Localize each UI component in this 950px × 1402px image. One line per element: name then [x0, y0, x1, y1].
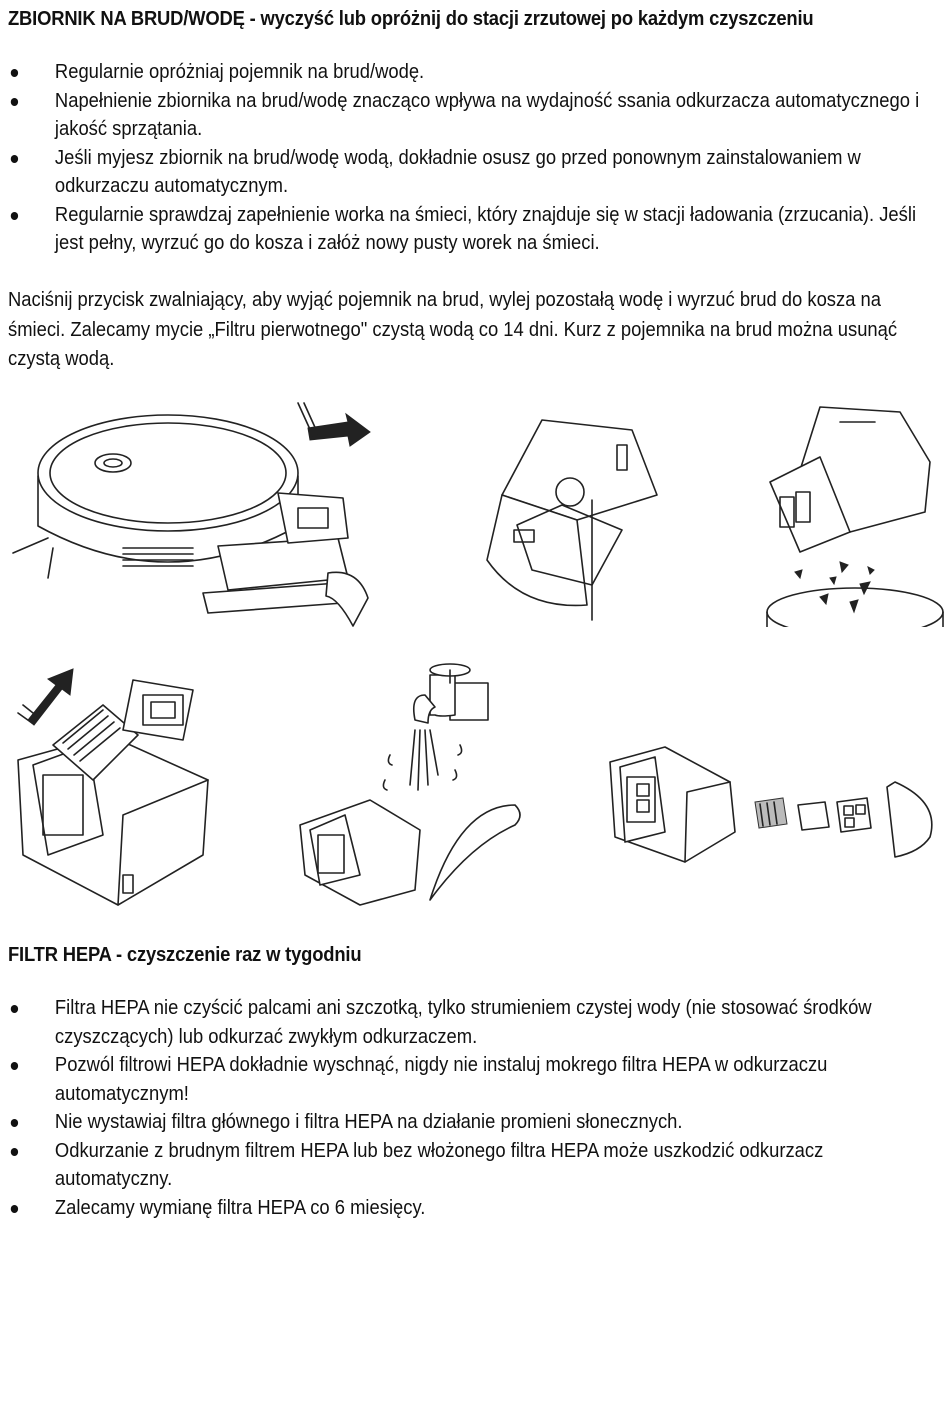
list-item: Jeśli myjesz zbiornik na brud/wodę wodą,…: [8, 144, 928, 201]
list-item: Filtra HEPA nie czyścić palcami ani szcz…: [8, 994, 928, 1051]
robot-remove-dustbin-icon: [8, 398, 378, 638]
list-item: Napełnienie zbiornika na brud/wodę znacz…: [8, 87, 928, 144]
list-item: Regularnie sprawdzaj zapełnienie worka n…: [8, 201, 928, 258]
list-item: Nie wystawiaj filtra głównego i filtra H…: [8, 1108, 928, 1137]
list-item: Regularnie opróżniaj pojemnik na brud/wo…: [8, 58, 928, 87]
dustbin-instructions-paragraph: Naciśnij przycisk zwalniający, aby wyjąć…: [8, 289, 898, 370]
dustbin-bullet-list: Regularnie opróżniaj pojemnik na brud/wo…: [8, 58, 928, 258]
rinse-under-tap-icon: [290, 655, 530, 910]
list-item: Pozwól filtrowi HEPA dokładnie wyschnąć,…: [8, 1051, 928, 1108]
dustbin-empty-into-trash-icon: [760, 402, 945, 627]
section-heading-hepa: FILTR HEPA - czyszczenie raz w tygodniu: [8, 944, 362, 966]
list-item: Zalecamy wymianę filtra HEPA co 6 miesię…: [8, 1194, 928, 1223]
remove-filter-icon: [8, 665, 218, 915]
hepa-bullet-list: Filtra HEPA nie czyścić palcami ani szcz…: [8, 994, 928, 1222]
list-item: Odkurzanie z brudnym filtrem HEPA lub be…: [8, 1137, 928, 1194]
filter-components-exploded-icon: [605, 742, 940, 872]
dustbin-open-lid-icon: [482, 410, 662, 625]
section-heading-dustbin: ZBIORNIK NA BRUD/WODĘ - wyczyść lub opró…: [8, 8, 814, 30]
